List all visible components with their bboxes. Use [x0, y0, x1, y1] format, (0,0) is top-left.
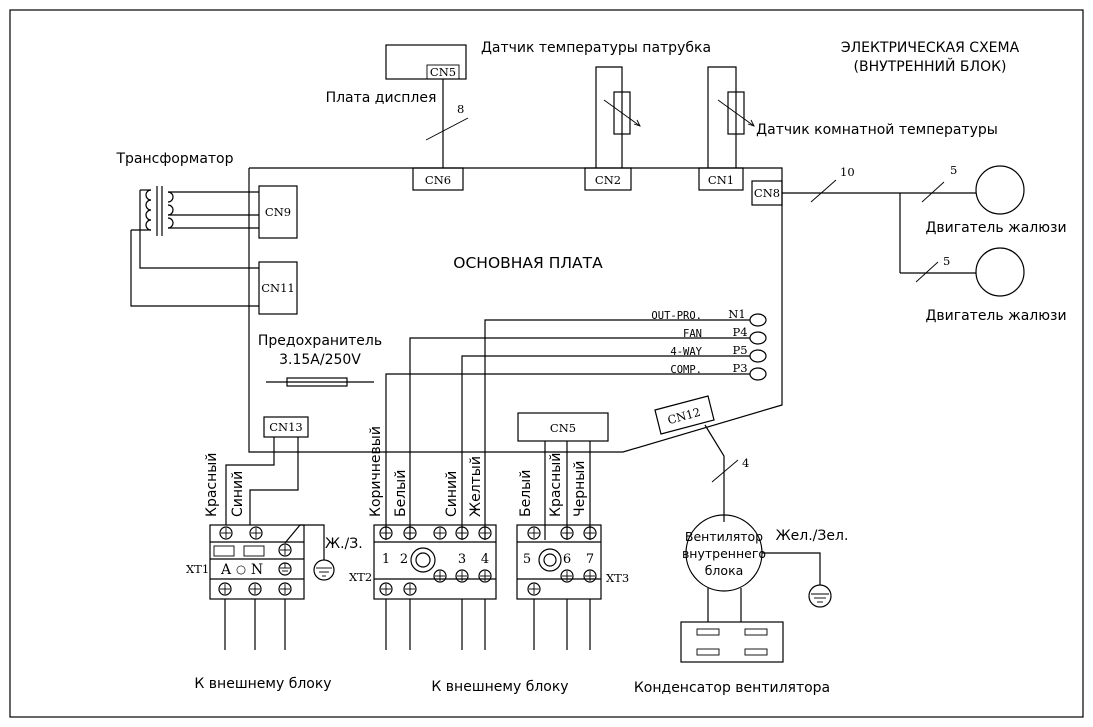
xt1-wire-red: Красный: [204, 453, 220, 517]
drawing-frame: [9, 9, 1084, 718]
louver-motor-2: [975, 247, 1025, 297]
cn8-wire-count: 10: [840, 165, 855, 179]
fuse-title: Предохранитель: [258, 333, 382, 349]
room-sensor: [698, 66, 755, 191]
cn12-label: CN12: [666, 405, 702, 427]
xt2-terminal-1: 1: [382, 552, 390, 567]
cn6-label: CN6: [425, 173, 451, 187]
terminal-block-xt1: [209, 524, 305, 600]
xt1-ground-symbol: [313, 559, 335, 581]
cn5-board-connector: [517, 412, 609, 442]
output-comp-name: COMP.: [670, 364, 702, 376]
output-fan-pin: P4: [732, 325, 747, 339]
transformer-label: Трансформатор: [115, 151, 233, 167]
terminal-block-xt2: [373, 524, 497, 600]
indoor-fan-label-1: Вентилятор: [685, 529, 763, 544]
cn11-label: CN11: [261, 281, 295, 295]
fan-ground-symbol: [808, 584, 832, 608]
to-outdoor-label-1: К внешнему блоку: [194, 676, 331, 692]
cn13-connector: [263, 416, 309, 438]
fan-ground-label: Жел./Зел.: [776, 528, 849, 544]
cn5-board-label: CN5: [550, 421, 576, 435]
xt3-wire-white: Белый: [518, 470, 534, 517]
pipe-sensor: [584, 66, 641, 191]
xt1-terminal-n: N: [251, 562, 263, 578]
xt2-terminal-2: 2: [400, 552, 408, 567]
room-sensor-label: Датчик комнатной температуры: [756, 122, 998, 138]
output-fan-name: FAN: [683, 328, 702, 340]
xt1-terminal-dot: ○: [236, 562, 246, 576]
cn6-connector: [412, 167, 464, 191]
transformer: [130, 186, 259, 307]
xt1-id: XT1: [186, 562, 209, 576]
indoor-fan-label-2: внутреннего: [682, 546, 766, 561]
cn13-label: CN13: [269, 420, 303, 434]
cn8-label: CN8: [754, 186, 780, 200]
cn11-connector: [258, 261, 298, 315]
to-outdoor-label-2: К внешнему блоку: [431, 679, 568, 695]
xt3-terminal-7: 7: [586, 552, 594, 567]
output-comp-pin: P3: [732, 361, 747, 375]
fan-capacitor-label: Конденсатор вентилятора: [634, 680, 830, 696]
xt2-wire-yellow: Желтый: [468, 456, 484, 517]
louver-motor-2-label: Двигатель жалюзи: [925, 308, 1066, 324]
diagram-title-line1: ЭЛЕКТРИЧЕСКАЯ СХЕМА: [841, 40, 1020, 56]
output-4way-pin: P5: [732, 343, 747, 357]
diagram-title-line2: (ВНУТРЕННИЙ БЛОК): [854, 57, 1007, 75]
main-board-outline: [248, 167, 783, 453]
xt2-wire-brown: Коричневый: [368, 426, 384, 517]
xt1-ground-label: Ж./З.: [325, 536, 363, 552]
louver-motor-1-label: Двигатель жалюзи: [925, 220, 1066, 236]
xt3-id: XT3: [606, 571, 629, 585]
main-board-label: ОСНОВНАЯ ПЛАТА: [453, 254, 603, 272]
output-out-pro-pin: N1: [728, 307, 745, 321]
louver1-wire-count: 5: [950, 163, 957, 177]
louver-motor-1: [975, 165, 1025, 215]
xt3-terminal-5: 5: [523, 552, 531, 567]
display-wire-count: 8: [457, 102, 464, 116]
cn12-connector: [654, 395, 715, 435]
xt3-wire-black: Черный: [572, 461, 588, 517]
cn9-label: CN9: [265, 205, 291, 219]
cn1-label: CN1: [708, 173, 734, 187]
xt2-id: XT2: [349, 570, 372, 584]
display-board-connector: CN5: [430, 65, 456, 79]
xt2-wire-white: Белый: [393, 470, 409, 517]
xt1-terminal-a: A: [220, 562, 232, 578]
fuse-rating: 3.15A/250V: [279, 352, 361, 368]
xt3-terminal-6: 6: [563, 552, 571, 567]
louver2-wire-count: 5: [943, 254, 950, 268]
cn9-connector: [258, 185, 298, 239]
cn2-label: CN2: [595, 173, 621, 187]
xt2-wire-blue: Синий: [444, 471, 460, 517]
output-rows: OUT-PRO. N1 FAN P4 4-WAY P5 COMP. P3: [385, 307, 767, 540]
pipe-sensor-label: Датчик температуры патрубка: [481, 40, 711, 56]
xt2-terminal-3: 3: [458, 552, 466, 567]
xt1-wire-blue: Синий: [230, 471, 246, 517]
xt3-wire-red: Красный: [548, 453, 564, 517]
fan-capacitor: [680, 621, 784, 663]
terminal-block-xt3: [516, 524, 602, 600]
output-out-pro-name: OUT-PRO.: [651, 310, 702, 322]
fan-wire-count: 4: [742, 456, 749, 470]
indoor-fan-label-3: блока: [705, 563, 744, 578]
display-board-label: Плата дисплея: [326, 90, 437, 106]
output-4way-name: 4-WAY: [670, 346, 702, 358]
fuse: [286, 377, 348, 387]
xt2-terminal-4: 4: [481, 552, 489, 567]
